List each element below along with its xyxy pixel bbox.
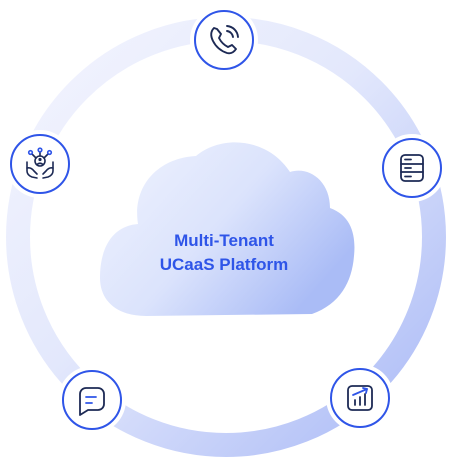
analytics-chart-icon [347,385,373,411]
node-database[interactable] [378,134,446,202]
center-title-line1: Multi-Tenant [174,231,274,250]
node-analytics[interactable] [326,364,394,432]
node-phone[interactable] [190,6,258,74]
phone-call-icon [210,25,239,55]
node-chat[interactable] [58,366,126,434]
node-hands-network[interactable] [6,130,74,198]
database-icon [400,154,424,182]
cloud-shape [100,142,355,316]
chat-message-icon [79,387,105,416]
center-title-line2: UCaaS Platform [160,255,288,274]
hands-network-icon [26,147,54,179]
